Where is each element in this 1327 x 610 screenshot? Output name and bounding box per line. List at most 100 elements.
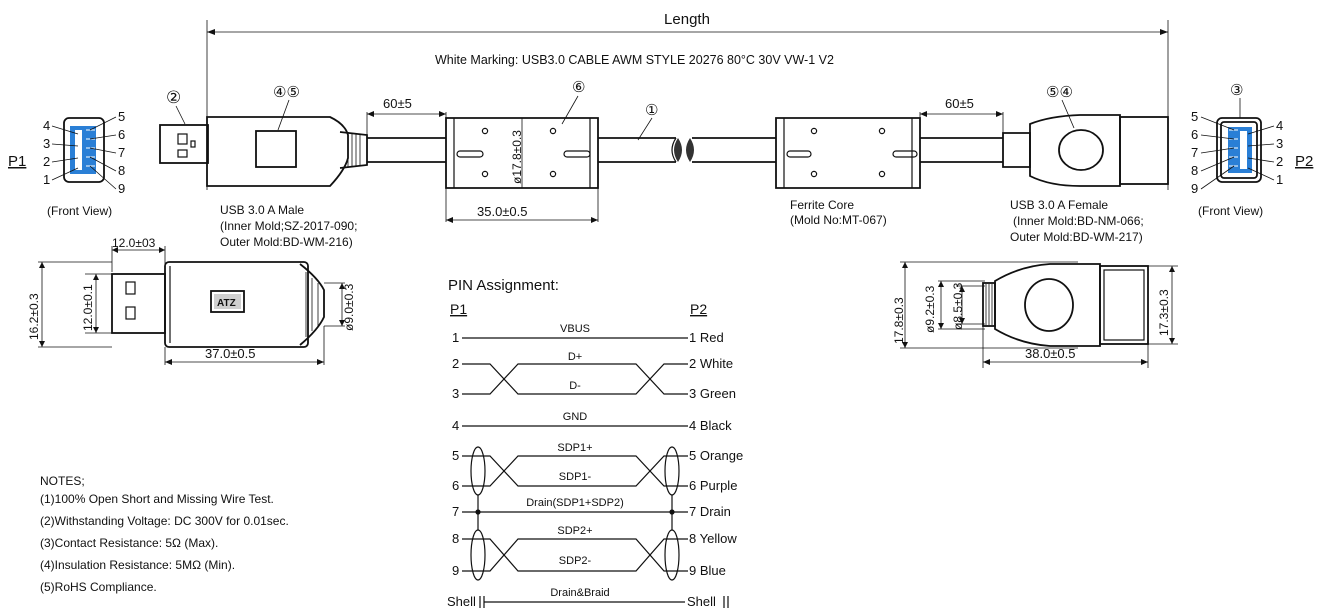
balloon-1: ①	[645, 102, 658, 119]
pin-row-3: 3 D- 3 Green	[452, 380, 736, 401]
female-title: USB 3.0 A Female	[1010, 198, 1108, 212]
pin-row-signal: D-	[569, 380, 581, 392]
balloon-3: ③	[1230, 82, 1243, 99]
pin-row-left: 3	[452, 386, 459, 401]
pin-p1-header: P1	[450, 301, 467, 317]
pin-row-left: 1	[452, 330, 459, 345]
pin-row-7: 7 Drain(SDP1+SDP2) 7 Drain	[452, 495, 731, 530]
pin-row-right: 6 Purple	[689, 478, 737, 493]
pin-row-5: 5 SDP1+ 5 Orange	[452, 442, 743, 463]
usb-a-male-side-view: ② ④⑤	[159, 84, 368, 187]
pin-row-signal: SDP1+	[557, 442, 592, 454]
pin-row-left: 9	[452, 563, 459, 578]
male-outer-mold: Outer Mold:BD-WM-216)	[220, 235, 353, 249]
p2-front-view: ③ 5 6 7 8 9 4 3 2 1 P2 (Front View)	[1191, 82, 1313, 218]
ferrite-core-left: ø17.8±0.3 ⑥ 35.0±0.5	[445, 79, 599, 223]
p2-label: P2	[1295, 153, 1313, 170]
pin-p2-header: P2	[690, 301, 707, 317]
p1-label: P1	[8, 153, 26, 170]
pin-row-left: 2	[452, 356, 459, 371]
pin-row-signal: SDP2-	[559, 555, 592, 567]
note-item: (5)RoHS Compliance.	[40, 580, 157, 594]
svg-text:ATZ: ATZ	[217, 298, 236, 309]
pin-row-signal: VBUS	[560, 323, 590, 335]
male-connector-label: USB 3.0 A Male (Inner Mold;SZ-2017-090; …	[220, 203, 357, 249]
usb-a-female-side-view: ⑤④	[1002, 84, 1169, 187]
p2-pin-1: 1	[1276, 172, 1283, 187]
ferrite-title: Ferrite Core	[790, 198, 854, 212]
usb-a-female-top-view: 17.8±0.3 ø9.2±0.3 ø8.5±0.3 17.3±0.3	[892, 261, 1178, 368]
p2-pin-4: 4	[1276, 118, 1283, 133]
pin-row-signal: SDP2+	[557, 525, 592, 537]
ferrite-mold: (Mold No:MT-067)	[790, 213, 887, 227]
female-length-dim: 38.0±0.5	[1025, 346, 1076, 361]
note-item: (1)100% Open Short and Missing Wire Test…	[40, 492, 274, 506]
female-inner-mold: (Inner Mold:BD-NM-066;	[1013, 214, 1144, 228]
p1-pin-2: 2	[43, 154, 50, 169]
pin-row-right: 8 Yellow	[689, 531, 737, 546]
note-item: (4)Insulation Resistance: 5MΩ (Min).	[40, 558, 235, 572]
balloon-5-4-female: ⑤④	[1046, 84, 1073, 101]
pin-row-signal: Drain&Braid	[550, 587, 609, 599]
female-cable-dia-dim: ø8.5±0.3	[951, 282, 965, 330]
p2-front-view-label: (Front View)	[1198, 204, 1263, 218]
pin-row-left: 7	[452, 504, 459, 519]
female-connector-label: USB 3.0 A Female (Inner Mold:BD-NM-066; …	[1010, 198, 1144, 244]
female-boot-dia-dim: ø9.2±0.3	[923, 285, 937, 333]
male-title: USB 3.0 A Male	[220, 203, 304, 217]
male-length-dim: 37.0±0.5	[205, 346, 256, 361]
pin-row-9: 9 SDP2- 9 Blue	[452, 555, 726, 578]
p2-pin-7: 7	[1191, 145, 1198, 160]
pin-row-6: 6 SDP1- 6 Purple	[452, 471, 737, 493]
female-outer-mold: Outer Mold:BD-WM-217)	[1010, 230, 1143, 244]
pin-row-8: 8 SDP2+ 8 Yellow	[452, 525, 737, 546]
pin-row-1: 1 VBUS 1 Red	[452, 323, 724, 345]
note-item: (2)Withstanding Voltage: DC 300V for 0.0…	[40, 514, 289, 528]
usb-a-male-top-view: 12.0±03 16.2±0.3 12.0±0.1 ATZ ø9.0±0.3	[27, 236, 356, 365]
ferrite-length-dim: 35.0±0.5	[477, 204, 528, 219]
ferrite-core-right	[775, 117, 921, 189]
pin-row-right: Shell	[687, 594, 716, 609]
p1-pin-5: 5	[118, 109, 125, 124]
ferrite-diameter-dim: ø17.8±0.3	[510, 130, 524, 184]
pin-row-left: 8	[452, 531, 459, 546]
notes-title: NOTES;	[40, 474, 85, 488]
pin-row-signal: Drain(SDP1+SDP2)	[526, 497, 624, 509]
overall-length-dimension: Length	[206, 11, 1169, 190]
female-height-dim: 17.8±0.3	[892, 297, 906, 344]
male-height-dim: 16.2±0.3	[27, 293, 41, 340]
pin-row-right: 1 Red	[689, 330, 724, 345]
p1-pin-1: 1	[43, 172, 50, 187]
lead-right-dim: 60±5	[945, 96, 974, 111]
male-inner-mold: (Inner Mold;SZ-2017-090;	[220, 219, 357, 233]
balloon-6: ⑥	[572, 79, 585, 96]
p1-pin-7: 7	[118, 145, 125, 160]
male-cable-dia-dim: ø9.0±0.3	[342, 283, 356, 331]
p2-pin-3: 3	[1276, 136, 1283, 151]
ferrite-label: Ferrite Core (Mold No:MT-067)	[790, 198, 887, 227]
pin-assignment: PIN Assignment: P1 P2 1 VBUS 1 Red 2 D+ …	[447, 277, 743, 609]
pin-row-right: 2 White	[689, 356, 733, 371]
pin-row-left: 5	[452, 448, 459, 463]
pin-row-right: 3 Green	[689, 386, 736, 401]
white-marking-text: White Marking: USB3.0 CABLE AWM STYLE 20…	[435, 53, 834, 67]
cable-left-segment: 60±5	[366, 96, 447, 163]
p1-front-view-label: (Front View)	[47, 204, 112, 218]
pin-row-4: 4 GND 4 Black	[452, 411, 732, 433]
cable-middle-segment: ①	[598, 102, 776, 163]
lead-left-dim: 60±5	[383, 96, 412, 111]
p2-pin-8: 8	[1191, 163, 1198, 178]
pin-row-right: 7 Drain	[689, 504, 731, 519]
p1-pin-3: 3	[43, 136, 50, 151]
p1-pin-6: 6	[118, 127, 125, 142]
pin-row-right: 4 Black	[689, 418, 732, 433]
p2-pin-5: 5	[1191, 109, 1198, 124]
p2-pin-9: 9	[1191, 181, 1198, 196]
female-head-height-dim: 17.3±0.3	[1157, 289, 1171, 336]
p1-pin-9: 9	[118, 181, 125, 196]
pin-row-signal: GND	[563, 411, 588, 423]
balloon-2: ②	[166, 88, 181, 107]
p1-pin-4: 4	[43, 118, 50, 133]
note-item: (3)Contact Resistance: 5Ω (Max).	[40, 536, 218, 550]
